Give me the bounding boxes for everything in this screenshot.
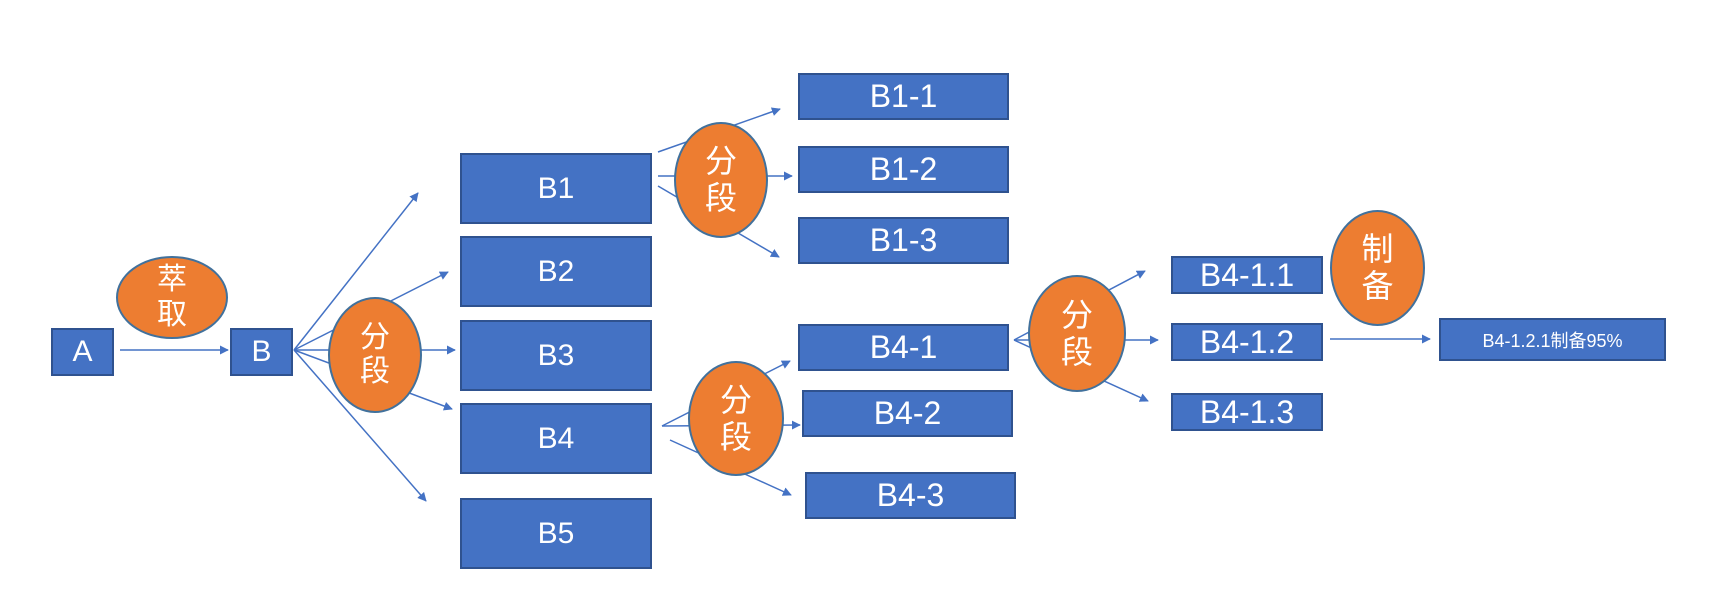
node-b1: B1 xyxy=(460,153,652,224)
node-b4-1-2-1: B4-1.2.1制备95% xyxy=(1439,318,1666,361)
process-prepare: 制 备 xyxy=(1330,210,1425,326)
node-b4-1-3: B4-1.3 xyxy=(1171,393,1323,431)
node-b3: B3 xyxy=(460,320,652,391)
arrow-b-to-b1 xyxy=(293,192,419,351)
node-b4: B4 xyxy=(460,403,652,474)
node-b2: B2 xyxy=(460,236,652,307)
process-segment-b4: 分 段 xyxy=(688,361,784,476)
node-b4-1: B4-1 xyxy=(798,324,1009,371)
process-segment-b: 分 段 xyxy=(328,297,422,413)
node-b1-1: B1-1 xyxy=(798,73,1009,120)
process-segment-b1: 分 段 xyxy=(674,122,768,238)
arrow-b-to-b5 xyxy=(293,349,427,502)
node-b: B xyxy=(230,328,293,376)
node-b1-2: B1-2 xyxy=(798,146,1009,193)
node-b4-2: B4-2 xyxy=(802,390,1013,437)
node-b5: B5 xyxy=(460,498,652,569)
node-b4-3: B4-3 xyxy=(805,472,1016,519)
process-extract: 萃 取 xyxy=(116,256,228,339)
node-b4-1-1: B4-1.1 xyxy=(1171,256,1323,294)
node-b1-3: B1-3 xyxy=(798,217,1009,264)
process-segment-b4-1: 分 段 xyxy=(1028,275,1126,392)
node-b4-1-2: B4-1.2 xyxy=(1171,323,1323,361)
node-a: A xyxy=(51,328,114,376)
